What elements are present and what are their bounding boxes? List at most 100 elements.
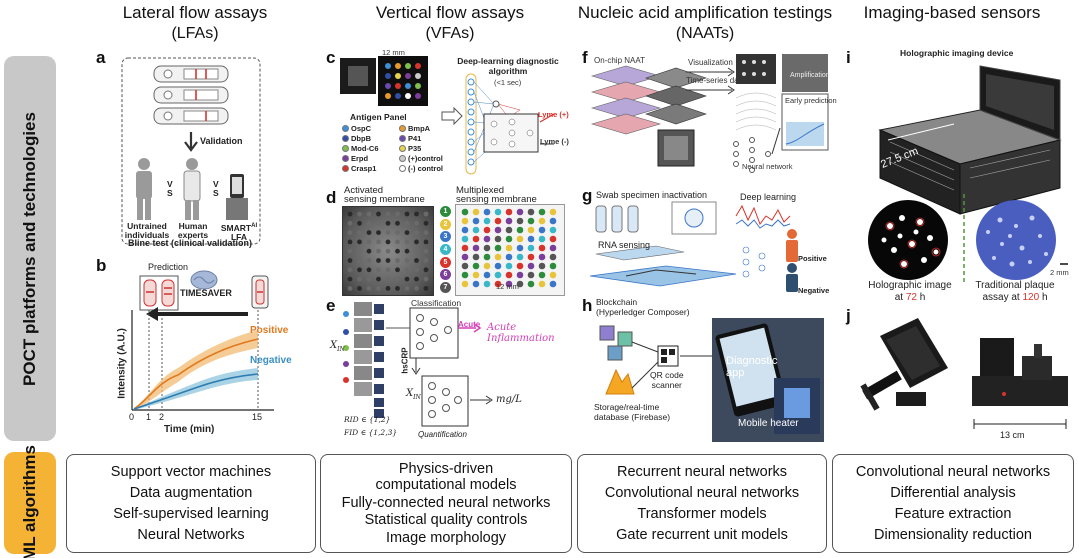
panel-a-figure (121, 57, 261, 245)
activated-dot (385, 230, 391, 235)
antigen-color-swatch (399, 165, 406, 172)
multiplexed-dot (538, 217, 546, 225)
antigen-label: BmpA (408, 124, 431, 133)
firebase-flame-icon (605, 368, 635, 395)
row-number-badge: 3 (440, 231, 451, 243)
holographic-plaques (881, 215, 939, 267)
multiplexed-dot (472, 244, 480, 252)
multiplexed-dot (549, 280, 557, 288)
multiplexed-dot (549, 253, 557, 261)
panel-a-vs-2: V S (213, 179, 219, 198)
multiplexed-dot (505, 271, 513, 279)
side-label-platforms-text: POCT platforms and technologies (20, 111, 40, 386)
smart-ai-sup: AI (251, 223, 258, 229)
multiplexed-dot (527, 244, 535, 252)
multiplexed-dot (505, 208, 513, 216)
panel-c-algo-time: (<1 sec) (494, 78, 522, 87)
smartphone-ai-icon (226, 174, 248, 220)
blockchain-cubes-icon (599, 325, 633, 361)
heading-title: Imaging-based sensors (863, 3, 1041, 22)
positive-band (134, 330, 258, 410)
ml-item: Neural Networks (137, 527, 245, 543)
antigen-color-swatch (399, 125, 406, 132)
panel-b-xtick-1: 1 (146, 412, 152, 422)
panel-e-figure (343, 302, 493, 427)
plaque-at-label: assay at (982, 292, 1023, 303)
antigen-label: P35 (408, 144, 422, 153)
panel-a-validation: Validation (200, 136, 243, 146)
heading-title: Vertical flow assays (375, 3, 525, 22)
activated-dot (395, 276, 400, 282)
panel-e-acute: Acute (458, 320, 481, 329)
row-number-badge: 2 (440, 218, 451, 230)
antigen-label: Mod-C6 (351, 144, 379, 153)
activated-dot (404, 220, 410, 226)
traditional-plaques (986, 215, 1048, 267)
panel-h-blockchain: Blockchain (Hyperledger Composer) (596, 297, 690, 317)
activated-dot (404, 230, 410, 235)
panel-a-experts: Human experts (177, 221, 209, 240)
person-expert-icon (183, 158, 201, 220)
stacked-device-layers (645, 67, 707, 167)
column-heading-vfa: Vertical flow assays (VFAs) (325, 2, 575, 44)
activated-dot (395, 258, 400, 263)
activated-dot (404, 286, 410, 291)
multiplexed-dot (549, 217, 557, 225)
activated-dot (395, 230, 400, 235)
panel-b-xtick-2: 2 (159, 412, 165, 422)
panel-e-classification: Classification (411, 298, 462, 308)
activated-dot (404, 239, 410, 245)
activated-dot (376, 258, 381, 263)
multiplexed-dot (527, 235, 535, 243)
multiplexed-dot-grid (461, 208, 557, 288)
panel-letter-j: j (846, 306, 851, 325)
activated-dot (423, 276, 429, 282)
panel-g-positive: Positive (798, 254, 827, 263)
row-number-badge: 6 (440, 269, 451, 281)
antigen-legend-item: BmpA (399, 124, 454, 133)
panel-f-timeseries: Time-series data (686, 76, 746, 85)
panel-b-prediction: Prediction (148, 262, 189, 272)
ml-item: Recurrent neural networks (616, 464, 788, 480)
activated-dot (357, 211, 362, 217)
ml-box-vfa: Physics-driven computational models Full… (320, 454, 572, 553)
antigen-color-swatch (399, 145, 406, 152)
multiplexed-dot (516, 280, 524, 288)
panel-e-xin2: XIN (406, 388, 421, 401)
activated-dot (357, 276, 362, 282)
multiplexed-dot (538, 244, 546, 252)
panel-a-smart: SMARTAI LFA (216, 222, 262, 242)
panel-g-figure (589, 201, 798, 292)
holographic-device (878, 65, 1062, 215)
panel-e-xin: XIN (330, 340, 345, 353)
activated-dot (423, 267, 429, 273)
holo-at-label: at (894, 292, 906, 303)
activated-dot (385, 267, 391, 273)
multiplexed-dot (461, 208, 469, 216)
heading-title: Nucleic acid amplification testings (577, 3, 833, 22)
side-label-ml: ML algorithms (4, 445, 56, 558)
side-label-platforms: POCT platforms and technologies (4, 56, 56, 441)
multiplexed-dot (483, 244, 491, 252)
multiplexed-dot (494, 262, 502, 270)
activated-dot (357, 220, 362, 226)
xin2-label: X (406, 388, 414, 399)
panel-c-antigen-title: Antigen Panel (350, 112, 407, 122)
multiplexed-dot (483, 253, 491, 261)
ml-box-lfa: Support vector machines Data augmentatio… (66, 454, 316, 553)
panel-b-ylabel: Intensity (A.U.) (116, 328, 128, 399)
multiplexed-dot (472, 271, 480, 279)
xin-sub: IN (337, 346, 345, 353)
panel-letter-f: f (582, 48, 588, 67)
sensor-image-stack (354, 302, 372, 396)
activated-dot (414, 276, 419, 282)
row-number-badge: 7 (440, 282, 451, 294)
panel-c-scale: 12 mm (382, 48, 405, 57)
multiplexed-dot (472, 235, 480, 243)
activated-dot (376, 239, 381, 245)
signal-plot (735, 204, 791, 229)
multiplexed-dot (472, 217, 480, 225)
panel-a-caption: Bline test (clinical validation) (128, 238, 253, 248)
negative-band (134, 368, 258, 410)
multiplexed-dot (516, 262, 524, 270)
